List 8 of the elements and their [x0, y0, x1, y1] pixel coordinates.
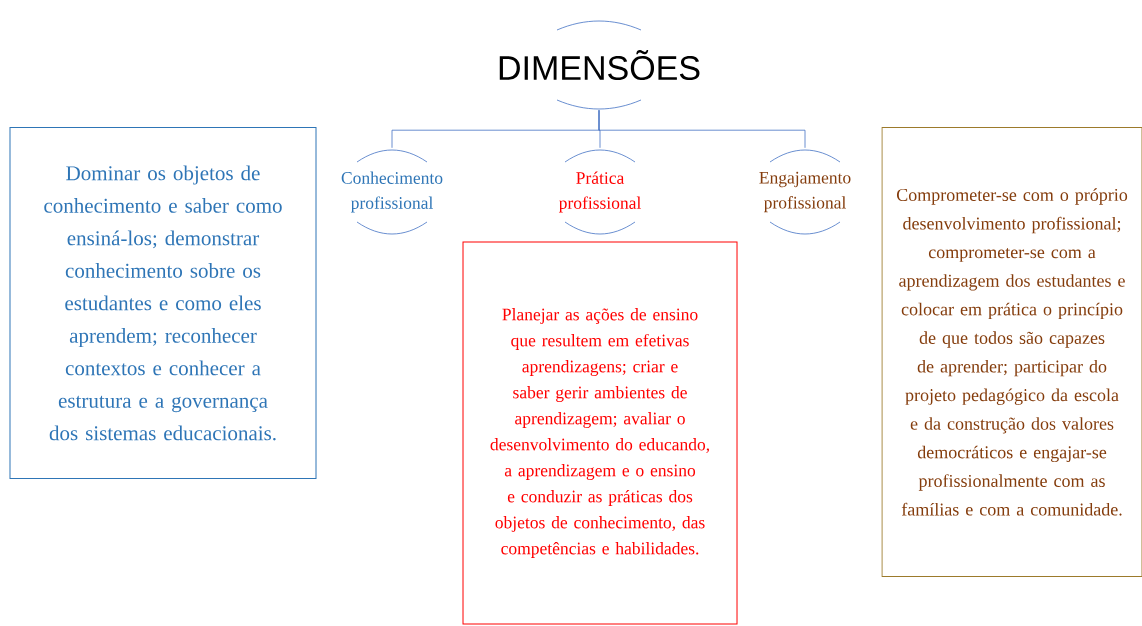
title-node: DIMENSÕES	[499, 20, 700, 110]
description-box: Dominar os objetos de conhecimento e saber como ensiná-los; demonstrar conhecimento sobre os estudantes e como eles aprendem; reconhecer contextos e conhecer a estrutura e a governança dos sistemas educacionais.	[9, 127, 317, 479]
dimension-node: Engajamento profissional	[759, 149, 851, 235]
dimension-node: Prática profissional	[559, 149, 641, 235]
connector-line	[598, 109, 806, 149]
description-box: Planejar as ações de ensino que resultem em efetivas aprendizagens; criar e saber gerir ambientes de aprendizagem; avaliar o desenvolvimento do educando, a aprendizagem e o ensino e conduzir as práticas dos objetos de conhecimento, das competências e habilidades.	[462, 241, 738, 625]
dimension-node: Conhecimento profissional	[341, 149, 443, 235]
description-box: Comprometer-se com o próprio desenvolvimento profissional; comprometer-se com a aprendizagem dos estudantes e colocar em prática o princípio de que todos são capazes de aprender; participar do projeto pedagógico da escola e da construção dos valores democráticos e engajar-se profissionalmente com as famílias e com a comunidade.	[881, 127, 1142, 577]
